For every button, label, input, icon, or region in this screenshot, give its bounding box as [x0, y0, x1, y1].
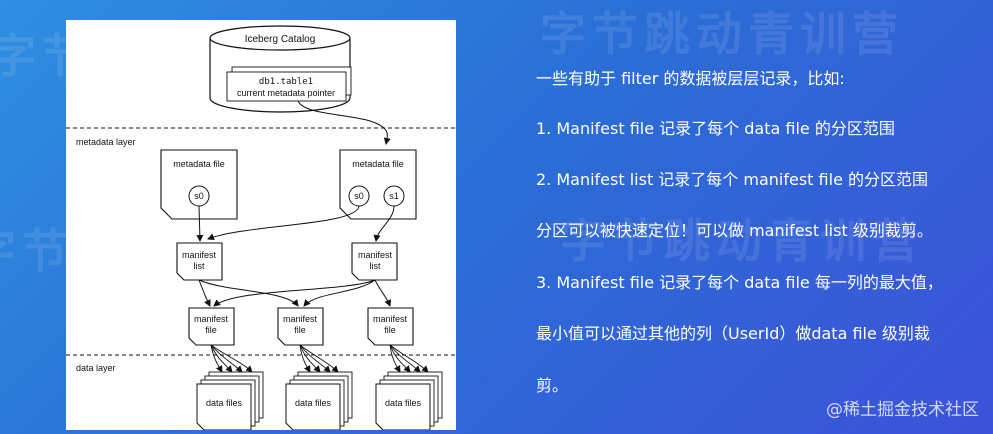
manifest-list-label: list	[370, 261, 381, 271]
manifest-file-label: manifest	[373, 314, 408, 324]
manifest-file-3: manifest file	[367, 307, 414, 346]
data-files-stack-3: data files	[375, 371, 443, 430]
pointer-arrow	[297, 100, 391, 145]
iceberg-catalog: Iceberg Catalog db1.table1 current metad…	[209, 25, 352, 113]
manifest-file-2: manifest file	[277, 307, 324, 346]
manifest-file-1: manifest file	[188, 307, 235, 346]
iceberg-architecture-diagram: Iceberg Catalog db1.table1 current metad…	[66, 20, 456, 430]
data-files-stack-2: data files	[285, 371, 353, 430]
manifest-file-label: manifest	[283, 314, 318, 324]
notes-intro: 一些有助于 filter 的数据被层层记录，比如:	[536, 69, 845, 88]
manifest-list-1: manifest list	[176, 242, 223, 281]
watermark-4: 字节跳动青训营	[560, 214, 924, 268]
data-layer-label: data layer	[76, 363, 116, 373]
fan-arrows-2	[299, 344, 339, 373]
source-credit: @稀土掘金技术社区	[826, 400, 979, 420]
catalog-title: Iceberg Catalog	[245, 34, 316, 45]
snapshot-s1: s1	[389, 191, 399, 201]
arrow-s0-to-list1	[207, 205, 360, 241]
manifest-list-2: manifest list	[351, 242, 398, 281]
arrow-s0-to-list1	[196, 205, 204, 242]
data-files-label: data files	[206, 398, 243, 408]
notes-item-1: 1. Manifest file 记录了每个 data file 的分区范围	[536, 119, 895, 138]
snapshot-s0: s0	[354, 191, 364, 201]
diagram-canvas: Iceberg Catalog db1.table1 current metad…	[66, 25, 456, 430]
notes-item-2: 2. Manifest list 记录了每个 manifest file 的分区…	[536, 170, 928, 189]
catalog-pointer-label: current metadata pointer	[237, 88, 335, 98]
arrow-s1-to-list2	[373, 205, 395, 242]
notes-item-3: 3. Manifest file 记录了每个 data file 每一列的最大值…	[536, 273, 943, 292]
notes-item-3-cont: 最小值可以通过其他的列（UserId）做data file 级别裁	[536, 324, 930, 343]
data-files-label: data files	[385, 398, 422, 408]
data-files-stack-1: data files	[196, 371, 264, 430]
manifest-list-label: manifest	[182, 250, 217, 260]
metadata-file-2: metadata file s0 s1	[339, 149, 417, 220]
manifest-list-label: list	[194, 261, 205, 271]
arrow-list1-to-file1	[198, 279, 211, 307]
fan-arrows-3	[389, 344, 429, 373]
notes-item-3-end: 剪。	[536, 376, 569, 395]
arrow-list2-to-file3	[374, 279, 392, 307]
metadata-file-label: metadata file	[352, 159, 404, 169]
metadata-file-label: metadata file	[173, 159, 225, 169]
arrow-list1-to-file2	[198, 279, 299, 307]
catalog-table-name: db1.table1	[259, 77, 313, 87]
notes-item-2-cont: 分区可以被快速定位！可以做 manifest list 级别裁剪。	[536, 221, 933, 240]
metadata-layer-label: metadata layer	[76, 137, 136, 147]
manifest-file-label: file	[294, 325, 306, 335]
fan-arrows-1	[210, 344, 253, 373]
manifest-file-label: manifest	[194, 314, 229, 324]
manifest-list-label: manifest	[358, 250, 393, 260]
manifest-file-label: file	[205, 325, 217, 335]
manifest-file-label: file	[384, 325, 396, 335]
data-files-label: data files	[295, 398, 332, 408]
arrow-list2-to-file2	[303, 279, 376, 307]
snapshot-s0: s0	[194, 191, 204, 201]
watermark-3: 字节跳动青训营	[540, 7, 904, 61]
arrow-list2-to-file1	[213, 279, 376, 307]
